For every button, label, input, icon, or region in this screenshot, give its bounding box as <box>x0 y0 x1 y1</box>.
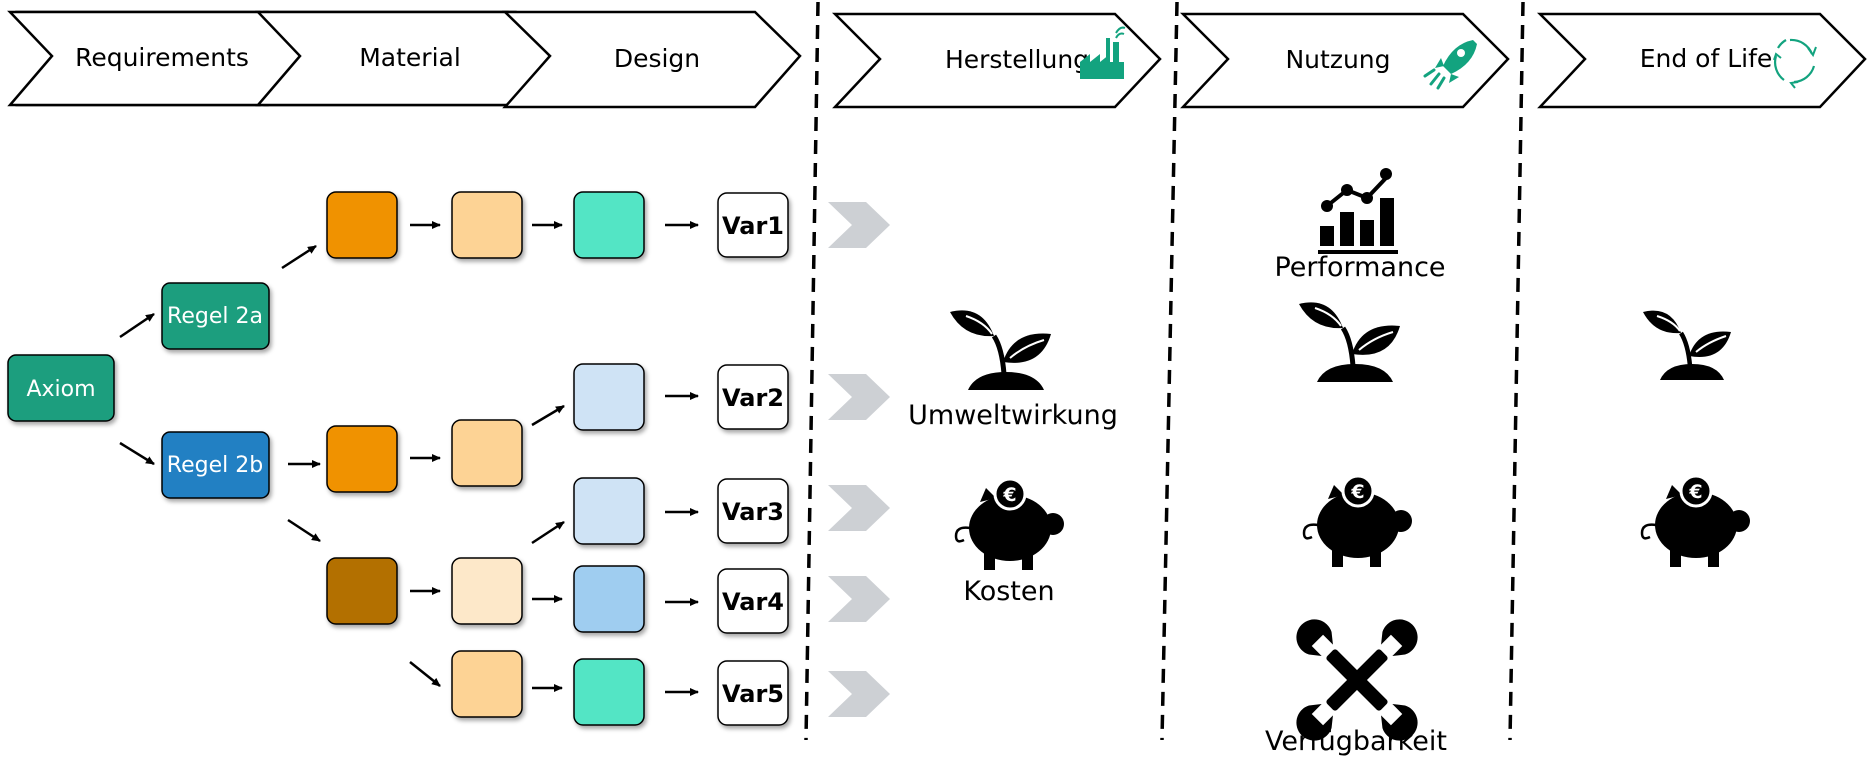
rocket-icon <box>1423 40 1477 90</box>
separator-nutzung-end-of-life <box>1508 1 1525 741</box>
factory-icon <box>1080 26 1126 79</box>
design-box <box>573 477 645 545</box>
arrow <box>531 404 565 427</box>
material-box <box>326 191 398 259</box>
design-box <box>573 191 645 259</box>
material-box <box>326 425 398 493</box>
material-box <box>451 557 523 625</box>
label-umweltwirkung: Umweltwirkung <box>908 400 1118 431</box>
variant-var2: Var2 <box>717 364 789 430</box>
recycle-icon <box>1773 38 1817 89</box>
label-verfuegbarkeit: Verfügbarkeit <box>1265 726 1447 757</box>
phase-header-herstellung: Herstellung <box>831 12 1162 109</box>
chevron-icon <box>828 485 890 531</box>
arrow <box>287 518 321 543</box>
phase-label-requirements: Requirements <box>75 43 249 72</box>
node-axiom-label: Axiom <box>26 377 95 402</box>
arrow <box>281 244 317 270</box>
variant-var3: Var3 <box>717 478 789 544</box>
phase-label-end-of-life: End of Life <box>1640 44 1773 73</box>
piggy-bank-euro-icon: € <box>1640 474 1750 567</box>
phase-label-nutzung: Nutzung <box>1285 45 1390 74</box>
separator-design-herstellung <box>804 1 820 741</box>
wrench-icon <box>1296 619 1418 741</box>
variant-var1: Var1 <box>717 192 789 258</box>
variant-label: Var2 <box>722 384 784 412</box>
piggy-bank-euro-icon: € <box>954 477 1064 570</box>
performance-chart-icon <box>1318 168 1398 254</box>
phase-header-end-of-life: End of Life <box>1536 12 1867 109</box>
arrow-axiom-regel-2b <box>119 441 155 466</box>
piggy-bank-euro-icon: € <box>1302 474 1412 567</box>
flow-chevrons <box>828 202 890 717</box>
phase-header-material: Material <box>255 10 560 107</box>
material-box <box>326 557 398 625</box>
variant-label: Var3 <box>722 498 784 526</box>
process-boxes <box>326 191 645 726</box>
phase-label-design: Design <box>614 44 700 73</box>
arrow <box>531 520 565 545</box>
node-regel-2a-label: Regel 2a <box>167 304 263 329</box>
label-performance: Performance <box>1274 252 1445 283</box>
svg-text:€: € <box>1350 481 1364 503</box>
plant-icon <box>950 310 1051 390</box>
svg-text:€: € <box>1002 484 1016 506</box>
variant-label: Var5 <box>722 680 784 708</box>
variant-var5: Var5 <box>717 660 789 726</box>
plant-icon <box>1643 310 1731 380</box>
node-regel-2a: Regel 2a <box>161 282 270 350</box>
arrow <box>409 661 441 687</box>
separator-herstellung-nutzung <box>1160 1 1179 741</box>
plant-icon <box>1299 302 1400 382</box>
phase-header-design: Design <box>501 10 802 109</box>
chevron-icon <box>828 374 890 420</box>
node-axiom: Axiom <box>7 354 115 422</box>
material-box <box>451 650 523 718</box>
node-regel-2b: Regel 2b <box>161 431 270 499</box>
design-box <box>573 658 645 726</box>
arrow-axiom-regel-2a <box>119 312 155 339</box>
node-regel-2b-label: Regel 2b <box>167 453 263 478</box>
chevron-icon <box>828 576 890 622</box>
chevron-icon <box>828 202 890 248</box>
design-box <box>573 565 645 633</box>
svg-text:€: € <box>1688 481 1702 503</box>
label-kosten: Kosten <box>963 576 1054 607</box>
phase-header-requirements: Requirements <box>7 10 312 107</box>
variant-var4: Var4 <box>717 568 789 634</box>
phase-header-nutzung: Nutzung <box>1179 12 1510 109</box>
phase-label-herstellung: Herstellung <box>945 45 1089 74</box>
variant-label: Var4 <box>722 588 784 616</box>
chevron-icon <box>828 671 890 717</box>
phase-label-material: Material <box>359 43 461 72</box>
design-box <box>573 363 645 431</box>
variant-label: Var1 <box>722 212 784 240</box>
material-box <box>451 191 523 259</box>
material-box <box>451 419 523 487</box>
phase-separators <box>804 1 1525 741</box>
flow-arrows <box>119 221 699 696</box>
